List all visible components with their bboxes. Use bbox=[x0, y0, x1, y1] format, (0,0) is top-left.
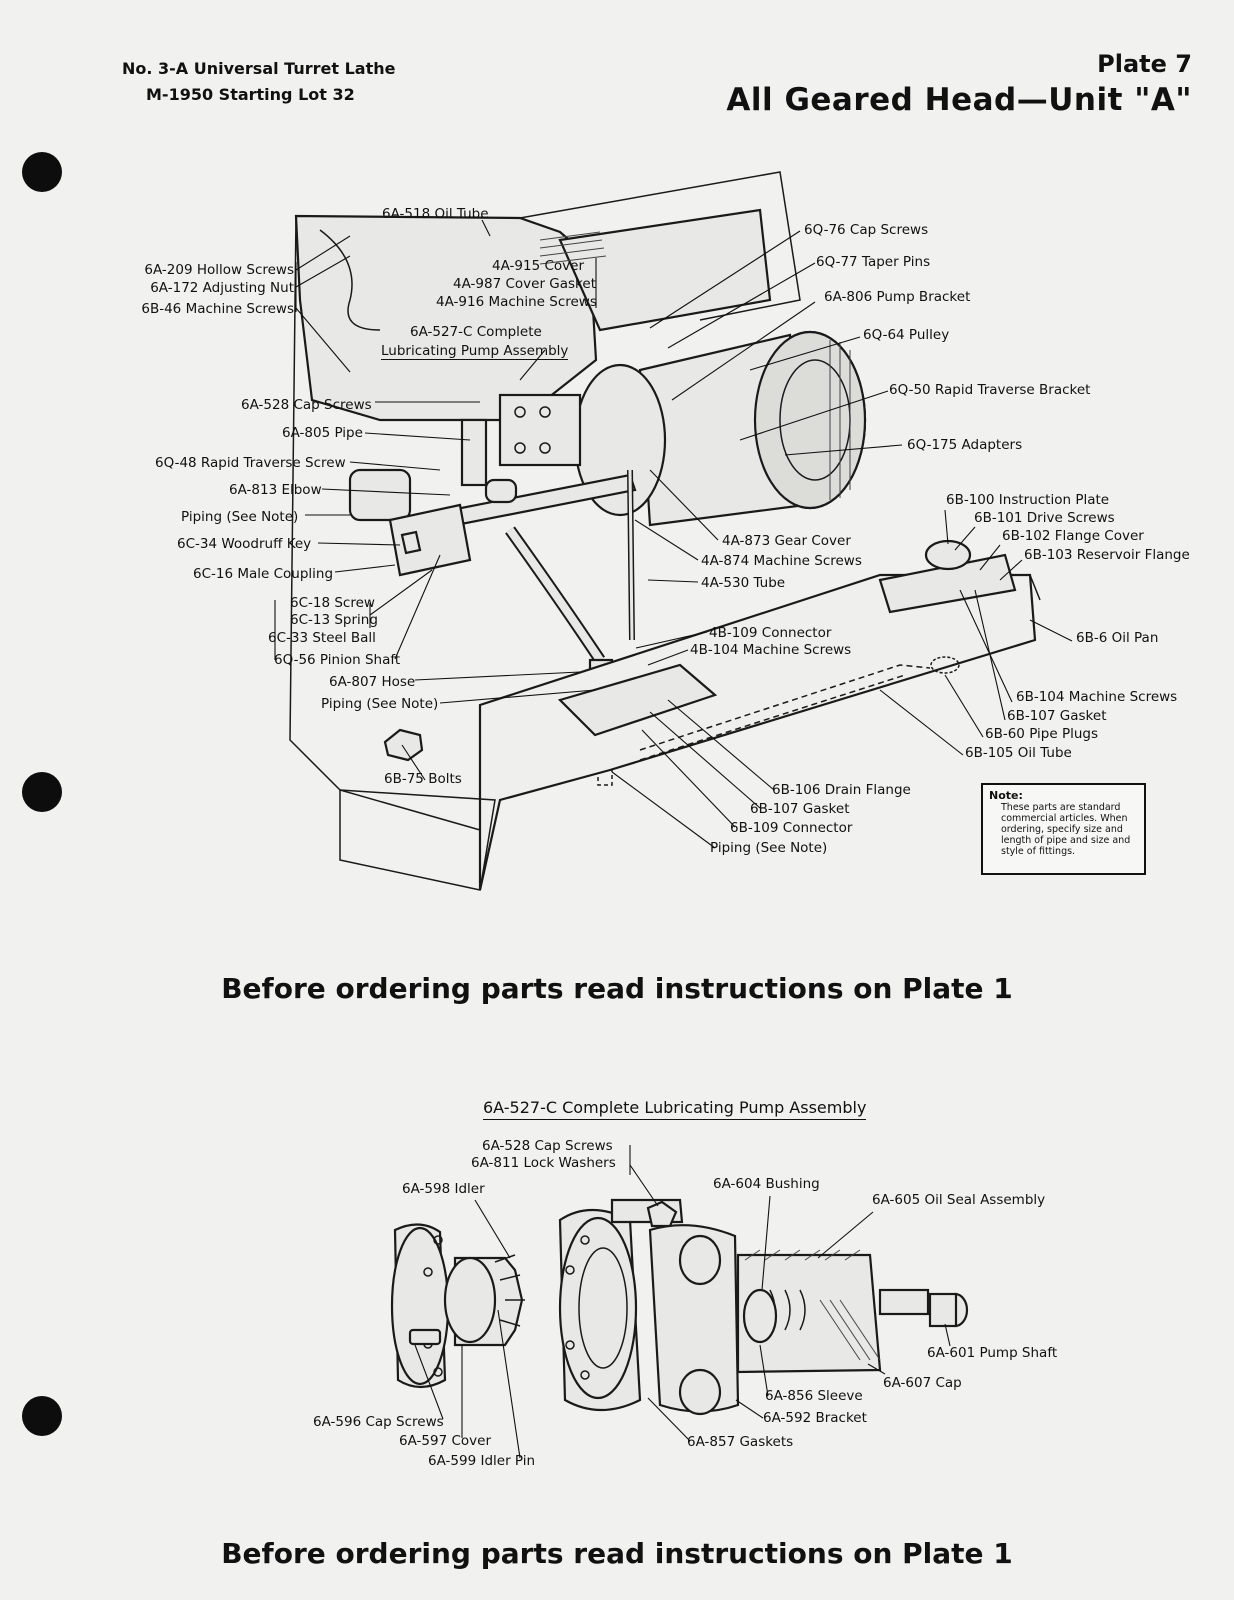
label-drive-screws: 6B-101 Drive Screws bbox=[974, 510, 1115, 526]
label-piping-note-1: Piping (See Note) bbox=[181, 509, 299, 525]
pump-label-lock-washers: 6A-811 Lock Washers bbox=[471, 1155, 616, 1171]
label-machine-screws-874: 4A-874 Machine Screws bbox=[701, 553, 862, 569]
drain-flange-plate bbox=[557, 663, 718, 737]
label-pump-assembly-line2: Lubricating Pump Assembly bbox=[381, 343, 569, 360]
pump-leader-lines bbox=[414, 1145, 951, 1459]
label-gasket-6b107-b: 6B-107 Gasket bbox=[750, 801, 850, 817]
label-woodruff-key: 6C-34 Woodruff Key bbox=[177, 536, 312, 552]
note-text: These parts are standard commercial arti… bbox=[1001, 802, 1131, 857]
plate-number: Plate 7 bbox=[1097, 50, 1192, 78]
label-oil-pan: 6B-6 Oil Pan bbox=[1076, 630, 1159, 646]
label-male-coupling: 6C-16 Male Coupling bbox=[193, 566, 334, 582]
label-oil-tube-518: 6A-518 Oil Tube bbox=[382, 206, 489, 222]
label-cap-screws-6q76: 6Q-76 Cap Screws bbox=[804, 222, 929, 238]
label-pump-assembly-line1: 6A-527-C Complete bbox=[410, 324, 542, 340]
label-rapid-traverse-bracket: 6Q-50 Rapid Traverse Bracket bbox=[889, 382, 1091, 398]
label-pipe-plugs: 6B-60 Pipe Plugs bbox=[985, 726, 1099, 742]
label-pulley: 6Q-64 Pulley bbox=[863, 327, 950, 343]
pump-label-idler: 6A-598 Idler bbox=[402, 1181, 485, 1197]
headstock-casting bbox=[294, 214, 598, 422]
pump-label-bushing: 6A-604 Bushing bbox=[713, 1176, 820, 1192]
label-adapters: 6Q-175 Adapters bbox=[907, 437, 1023, 453]
label-machine-screws-4b104: 4B-104 Machine Screws bbox=[690, 642, 852, 658]
label-rapid-traverse-screw: 6Q-48 Rapid Traverse Screw bbox=[155, 455, 346, 471]
pump-label-cover: 6A-597 Cover bbox=[399, 1433, 491, 1449]
label-oil-tube-6b105: 6B-105 Oil Tube bbox=[965, 745, 1072, 761]
bolt-head bbox=[383, 728, 424, 762]
label-bolts-6b75: 6B-75 Bolts bbox=[384, 771, 462, 787]
label-tube-530: 4A-530 Tube bbox=[701, 575, 786, 591]
lot-info: M-1950 Starting Lot 32 bbox=[146, 85, 355, 104]
binder-hole-bottom bbox=[22, 1396, 62, 1436]
ordering-banner-top: Before ordering parts read instructions … bbox=[221, 972, 1013, 1005]
label-gasket-6b107-a: 6B-107 Gasket bbox=[1007, 708, 1107, 724]
label-steel-ball: 6C-33 Steel Ball bbox=[268, 630, 376, 646]
label-gear-cover: 4A-873 Gear Cover bbox=[722, 533, 851, 549]
label-machine-screws-916: 4A-916 Machine Screws bbox=[436, 294, 597, 310]
pump-label-cap: 6A-607 Cap bbox=[883, 1375, 962, 1391]
machine-title: No. 3-A Universal Turret Lathe bbox=[122, 59, 396, 78]
label-pipe-805: 6A-805 Pipe bbox=[282, 425, 363, 441]
pump-label-oil-seal: 6A-605 Oil Seal Assembly bbox=[872, 1192, 1046, 1208]
cap-screw-head bbox=[646, 1200, 678, 1228]
label-piping-note-3: Piping (See Note) bbox=[710, 840, 828, 856]
label-drain-flange: 6B-106 Drain Flange bbox=[772, 782, 911, 798]
label-cap-screws-528: 6A-528 Cap Screws bbox=[241, 397, 372, 413]
ordering-banner-bottom: Before ordering parts read instructions … bbox=[221, 1537, 1013, 1570]
leader-lines bbox=[274, 219, 1073, 849]
label-machine-screws-6b104: 6B-104 Machine Screws bbox=[1016, 689, 1178, 705]
pump-label-bracket: 6A-592 Bracket bbox=[763, 1410, 867, 1426]
pump-body-block bbox=[498, 393, 582, 467]
label-reservoir-flange: 6B-103 Reservoir Flange bbox=[1024, 547, 1190, 563]
label-pinion-shaft: 6Q-56 Pinion Shaft bbox=[274, 652, 401, 668]
header-left: No. 3-A Universal Turret Lathe M-1950 St… bbox=[122, 56, 395, 108]
label-spring-6c13: 6C-13 Spring bbox=[290, 612, 378, 628]
pump-label-cap-screws: 6A-528 Cap Screws bbox=[482, 1138, 613, 1154]
label-hollow-screws: 6A-209 Hollow Screws bbox=[144, 262, 294, 278]
label-cover-915: 4A-915 Cover bbox=[492, 258, 584, 274]
label-pump-bracket: 6A-806 Pump Bracket bbox=[824, 289, 971, 305]
label-instruction-plate: 6B-100 Instruction Plate bbox=[946, 492, 1110, 508]
note-title: Note: bbox=[989, 789, 1023, 802]
label-connector-6b109: 6B-109 Connector bbox=[730, 820, 853, 836]
pump-label-cap-screws-596: 6A-596 Cap Screws bbox=[313, 1414, 444, 1430]
label-connector-4b109: 4B-109 Connector bbox=[709, 625, 832, 641]
seal-housing bbox=[736, 1253, 882, 1374]
label-adjusting-nut: 6A-172 Adjusting Nut bbox=[150, 280, 294, 296]
binder-hole-top bbox=[22, 152, 62, 192]
pump-label-idler-pin: 6A-599 Idler Pin bbox=[428, 1453, 536, 1469]
note-box: Note: These parts are standard commercia… bbox=[981, 783, 1146, 875]
pump-assembly-title: 6A-527-C Complete Lubricating Pump Assem… bbox=[483, 1098, 867, 1120]
label-flange-cover: 6B-102 Flange Cover bbox=[1002, 528, 1144, 544]
label-elbow-813: 6A-813 Elbow bbox=[229, 482, 322, 498]
label-cover-gasket-987: 4A-987 Cover Gasket bbox=[453, 276, 596, 292]
plate-title: All Geared Head—Unit "A" bbox=[726, 82, 1192, 118]
label-screw-6c18: 6C-18 Screw bbox=[290, 595, 375, 611]
pump-label-pump-shaft: 6A-601 Pump Shaft bbox=[927, 1345, 1058, 1361]
label-hose-807: 6A-807 Hose bbox=[329, 674, 416, 690]
label-machine-screws-6b46: 6B-46 Machine Screws bbox=[141, 301, 294, 317]
label-piping-note-2: Piping (See Note) bbox=[321, 696, 439, 712]
label-taper-pins: 6Q-77 Taper Pins bbox=[816, 254, 931, 270]
pump-shaft bbox=[878, 1288, 930, 1316]
pump-label-sleeve: 6A-856 Sleeve bbox=[765, 1388, 863, 1404]
male-coupling bbox=[388, 503, 472, 577]
pump-label-gaskets: 6A-857 Gaskets bbox=[687, 1434, 794, 1450]
binder-hole-middle bbox=[22, 772, 62, 812]
